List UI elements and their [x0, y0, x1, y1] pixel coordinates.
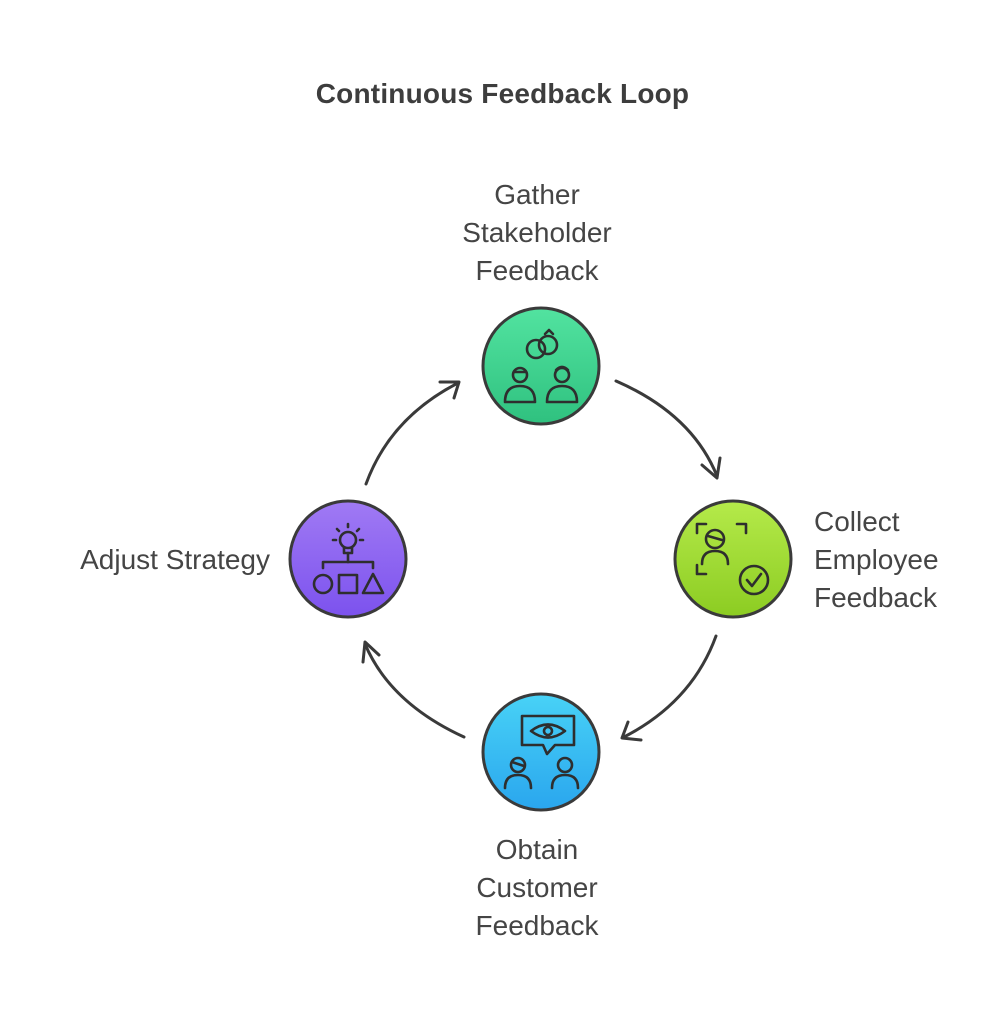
- label-gather: Gather Stakeholder Feedback: [387, 176, 687, 290]
- label-line: Obtain: [495, 834, 579, 865]
- label-line: Gather: [494, 179, 580, 210]
- label-collect: Collect Employee Feedback: [814, 503, 1004, 617]
- node-collect: [673, 499, 793, 619]
- label-line: Collect: [814, 506, 900, 537]
- arrow-gather-to-collect-head: [700, 456, 722, 480]
- arrow-adjust-to-gather: [364, 381, 460, 486]
- label-line: Employee: [814, 544, 939, 575]
- arrow-adjust-to-gather-head: [438, 380, 461, 400]
- stakeholders-icon: [503, 328, 579, 404]
- label-adjust: Adjust Strategy: [20, 541, 270, 579]
- arrow-gather-to-collect: [614, 379, 719, 478]
- node-obtain: [481, 692, 601, 812]
- label-obtain: Obtain Customer Feedback: [387, 831, 687, 945]
- arrow-obtain-to-adjust: [363, 642, 466, 739]
- node-adjust: [288, 499, 408, 619]
- employee-check-icon: [695, 522, 770, 596]
- customer-eye-icon: [503, 714, 580, 790]
- arrow-obtain-to-adjust-head: [361, 640, 381, 664]
- label-line: Feedback: [814, 582, 937, 613]
- diagram-title: Continuous Feedback Loop: [315, 78, 690, 109]
- label-line: Feedback: [475, 255, 599, 286]
- node-gather: [481, 306, 601, 426]
- arrow-collect-to-obtain: [622, 634, 718, 739]
- label-line: Adjust Strategy: [80, 544, 270, 575]
- strategy-icon: [312, 522, 385, 595]
- label-line: Customer: [476, 872, 598, 903]
- arrow-collect-to-obtain-head: [620, 720, 643, 742]
- label-line: Stakeholder: [462, 217, 612, 248]
- label-line: Feedback: [475, 910, 599, 941]
